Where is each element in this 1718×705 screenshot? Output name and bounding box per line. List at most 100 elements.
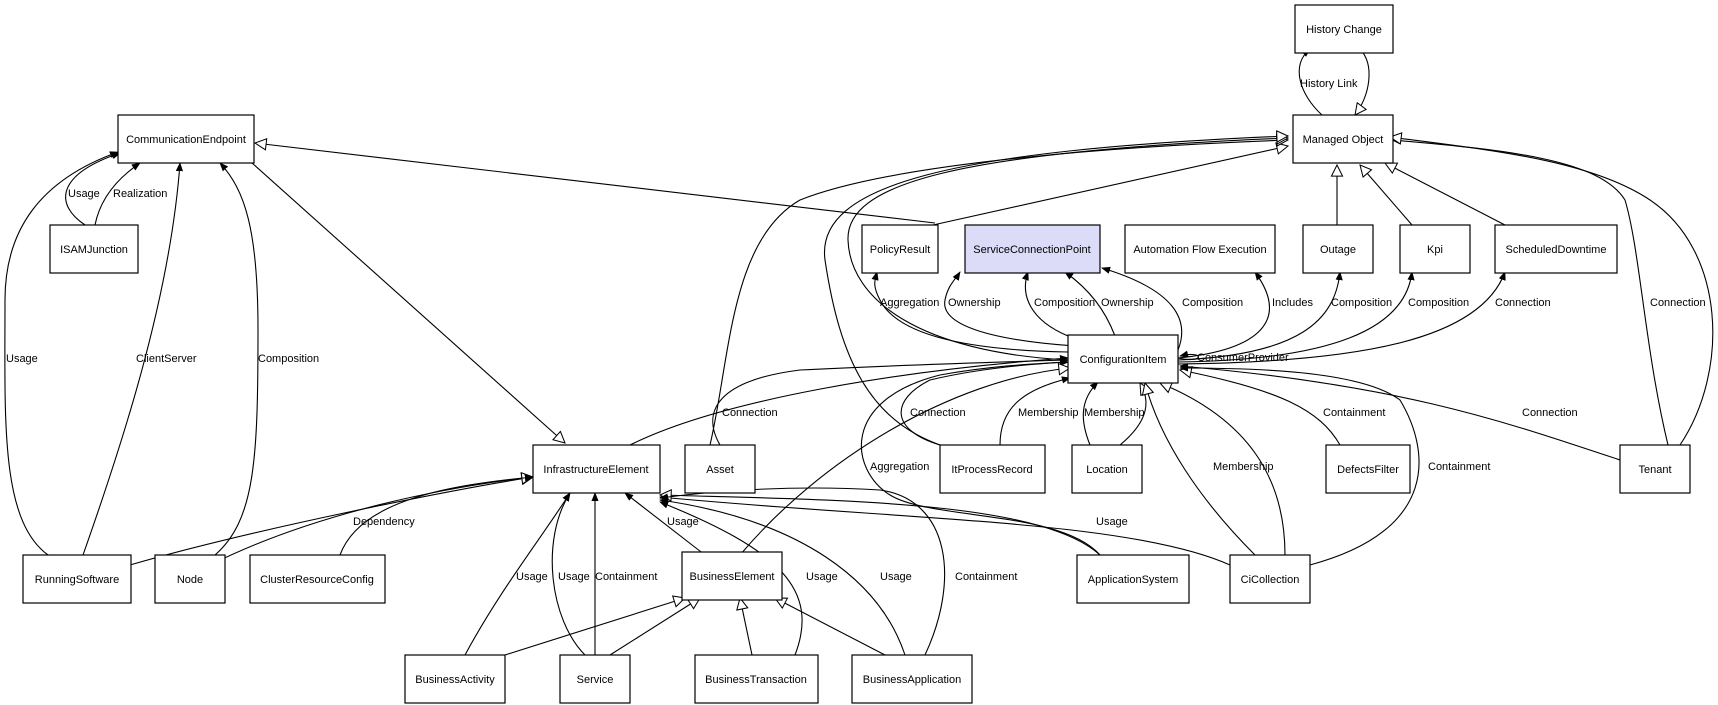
edge-label: Membership — [1018, 407, 1079, 419]
edge-tenant-mo-connection — [1391, 137, 1669, 446]
edge-rs-ie — [129, 477, 533, 566]
edge-history-link — [1298, 48, 1323, 116]
edge-bt-be — [740, 598, 753, 656]
node-service[interactable]: Service — [559, 654, 631, 704]
node-infrastructure-element[interactable]: InfrastructureElement — [532, 444, 661, 494]
edge-node-ce-composition — [214, 162, 259, 556]
edge-connection-sd — [1177, 271, 1506, 365]
node-ci-collection[interactable]: CiCollection — [1229, 554, 1311, 604]
node-configuration-item[interactable]: ConfigurationItem — [1067, 334, 1179, 384]
node-label: BusinessActivity — [415, 674, 495, 686]
edge-svc-be — [609, 598, 700, 656]
node-business-application[interactable]: BusinessApplication — [851, 654, 973, 704]
node-label: DefectsFilter — [1337, 464, 1399, 476]
edge-label: Ownership — [948, 297, 1001, 309]
edge-ba-be — [504, 598, 685, 656]
edge-tenant-ci-connection — [1179, 363, 1621, 461]
edge-label: ClientServer — [136, 353, 197, 365]
edge-label: ConsumerProvider — [1197, 352, 1289, 364]
node-policy-result[interactable]: PolicyResult — [861, 224, 939, 274]
node-history-change[interactable]: History Change — [1294, 4, 1394, 54]
edge-itpr-ci-membership — [999, 376, 1071, 446]
node-label: Tenant — [1638, 464, 1671, 476]
edge-ownership-1 — [944, 271, 1076, 347]
edge-defects-ci — [1180, 370, 1341, 446]
edge-cic-ci-containment — [1179, 364, 1420, 566]
edge-label: Usage — [1096, 516, 1128, 528]
node-application-system[interactable]: ApplicationSystem — [1076, 554, 1190, 604]
node-business-element[interactable]: BusinessElement — [681, 551, 783, 601]
node-label: ServiceConnectionPoint — [973, 244, 1090, 256]
node-isam-junction[interactable]: ISAMJunction — [49, 224, 139, 274]
edge-label: Composition — [1182, 297, 1243, 309]
edge-label: Usage — [806, 571, 838, 583]
node-label: CommunicationEndpoint — [126, 134, 246, 146]
edge-label: Aggregation — [880, 297, 939, 309]
edge-label: Composition — [1331, 297, 1392, 309]
edge-itpr-ci-connection — [900, 358, 1069, 446]
edge-label: Membership — [1213, 461, 1274, 473]
edge-cic-ci-generalization — [1160, 383, 1286, 556]
edge-labels: History Link Usage Realization Usage Cli… — [6, 78, 1706, 583]
edge-location-ci-membership — [1082, 381, 1099, 446]
edge-client-server — [82, 162, 183, 556]
edge-sd-mo — [1385, 163, 1506, 226]
edge-label: Connection — [722, 407, 778, 419]
node-label: ClusterResourceConfig — [260, 574, 374, 586]
edge-asset-ci-connection — [712, 356, 1069, 446]
edge-label: Usage — [516, 571, 548, 583]
node-label: ISAMJunction — [60, 244, 128, 256]
edge-policy-mo — [932, 146, 1288, 226]
node-asset[interactable]: Asset — [684, 444, 756, 494]
edge-label: Containment — [1323, 407, 1385, 419]
edge-as-ie — [660, 495, 1101, 556]
edge-bapp-be — [775, 598, 886, 656]
node-node[interactable]: Node — [154, 554, 226, 604]
node-location[interactable]: Location — [1071, 444, 1143, 494]
edge-includes — [1177, 271, 1270, 359]
edge-label: Usage — [880, 571, 912, 583]
edge-label: Usage — [68, 188, 100, 200]
nodes: History Change Managed Object Communicat… — [22, 4, 1691, 704]
node-label: Node — [177, 574, 203, 586]
edge-label: Connection — [1495, 297, 1551, 309]
edge-rs-ce-usage — [4, 151, 119, 556]
node-defects-filter[interactable]: DefectsFilter — [1325, 444, 1411, 494]
node-label: Asset — [706, 464, 734, 476]
node-label: Managed Object — [1303, 134, 1384, 146]
edge-be-ci — [739, 368, 1070, 556]
edge-label: Containment — [595, 571, 657, 583]
node-label: Kpi — [1427, 244, 1443, 256]
edge-consumer-provider — [1177, 350, 1199, 361]
edge-bapp-ie-usage — [659, 497, 906, 656]
node-cluster-resource-config[interactable]: ClusterResourceConfig — [249, 554, 386, 604]
node-managed-object[interactable]: Managed Object — [1292, 114, 1394, 164]
node-tenant[interactable]: Tenant — [1619, 444, 1691, 494]
node-it-process-record[interactable]: ItProcessRecord — [939, 444, 1046, 494]
node-business-transaction[interactable]: BusinessTransaction — [694, 654, 819, 704]
node-label: BusinessTransaction — [705, 674, 807, 686]
node-communication-endpoint[interactable]: CommunicationEndpoint — [117, 114, 255, 164]
node-label: Automation Flow Execution — [1133, 244, 1266, 256]
node-outage[interactable]: Outage — [1302, 224, 1374, 274]
node-kpi[interactable]: Kpi — [1399, 224, 1471, 274]
edge-as-ci-aggregation — [860, 358, 1101, 556]
edge-ba-ie-usage — [464, 492, 571, 656]
edge-label: Dependency — [353, 516, 415, 528]
edge-ownership-2 — [1064, 271, 1116, 337]
node-label: ScheduledDowntime — [1506, 244, 1607, 256]
node-automation-flow-execution[interactable]: Automation Flow Execution — [1124, 224, 1276, 274]
node-scheduled-downtime[interactable]: ScheduledDowntime — [1494, 224, 1618, 274]
node-business-activity[interactable]: BusinessActivity — [404, 654, 506, 704]
node-label: Service — [577, 674, 614, 686]
node-service-connection-point[interactable]: ServiceConnectionPoint — [964, 224, 1101, 274]
edge-label: Containment — [1428, 461, 1490, 473]
edge-composition-kpi — [1177, 271, 1415, 363]
node-running-software[interactable]: RunningSoftware — [22, 554, 132, 604]
node-label: ConfigurationItem — [1080, 354, 1167, 366]
edge-be-ie-usage — [624, 492, 706, 556]
edge-crc-ie-dependency — [339, 474, 534, 556]
edge-isam-usage — [65, 152, 121, 226]
edge-isam-realization — [94, 162, 141, 226]
